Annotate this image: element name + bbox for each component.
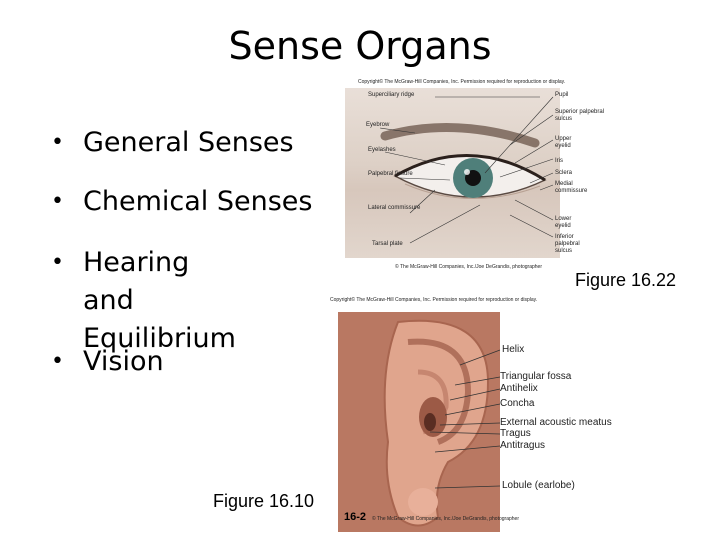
label-medial-commissure: Medial commissure	[555, 181, 588, 194]
label-iris: Iris	[555, 158, 563, 164]
figure-16-22-label: Figure 16.22	[575, 270, 677, 290]
bullet-label: General Senses	[83, 127, 294, 158]
label-eyelashes: Eyelashes	[368, 147, 396, 153]
eye-leader-lines	[379, 96, 554, 244]
label-lateral-commissure: Lateral commissure	[368, 205, 421, 211]
bullet-dot-icon: •	[51, 349, 64, 374]
ear-leader-lines	[429, 349, 501, 489]
label-upper-eyelid: Upper eyelid	[555, 136, 572, 149]
page-number: 16-2	[344, 511, 367, 523]
label-helix: Helix	[502, 344, 525, 355]
ear-copyright: Copyright© The McGraw-Hill Companies, In…	[330, 297, 538, 303]
label-eyebrow: Eyebrow	[366, 122, 390, 128]
bullet-dot-icon: •	[51, 130, 64, 155]
label-tragus: Tragus	[500, 428, 531, 439]
eye-copyright: Copyright© The McGraw-Hill Companies, In…	[358, 79, 566, 85]
bullet-dot-icon: •	[51, 250, 64, 275]
bullet-label: Vision	[83, 346, 164, 377]
label-external-acoustic-meatus: External acoustic meatus	[500, 417, 612, 428]
ear-illustration	[338, 312, 500, 532]
label-superciliary-ridge: Superciliary ridge	[368, 92, 415, 98]
label-antitragus: Antitragus	[500, 440, 546, 451]
label-triangular-fossa: Triangular fossa	[500, 371, 572, 382]
figure-16-10-label: Figure 16.10	[213, 491, 315, 511]
label-pupil: Pupil	[555, 92, 569, 98]
ear-photo-credit: © The McGraw-Hill Companies, Inc./Joe De…	[372, 516, 519, 522]
eye-photo-credit: © The McGraw-Hill Companies, Inc./Joe De…	[395, 264, 542, 270]
ear-photo	[338, 312, 500, 532]
label-lobule: Lobule (earlobe)	[502, 480, 575, 491]
label-antihelix: Antihelix	[500, 383, 538, 394]
label-sclera: Sclera	[555, 170, 573, 176]
label-lower-eyelid: Lower eyelid	[555, 216, 572, 229]
label-superior-palpebral-sulcus: Superior palpebral sulcus	[555, 109, 605, 122]
label-tarsal-plate: Tarsal plate	[372, 241, 403, 247]
label-palpebral-fissure: Palpebral fissure	[368, 171, 413, 177]
bullet-dot-icon: •	[51, 189, 64, 214]
bullet-label: Chemical Senses	[83, 186, 313, 217]
label-inferior-palpebral-sulcus: Inferior palpebral sulcus	[555, 234, 580, 254]
slide-title: Sense Organs	[228, 24, 492, 68]
bullet-label: Hearing and Equilibrium	[83, 247, 236, 354]
label-concha: Concha	[500, 398, 535, 409]
